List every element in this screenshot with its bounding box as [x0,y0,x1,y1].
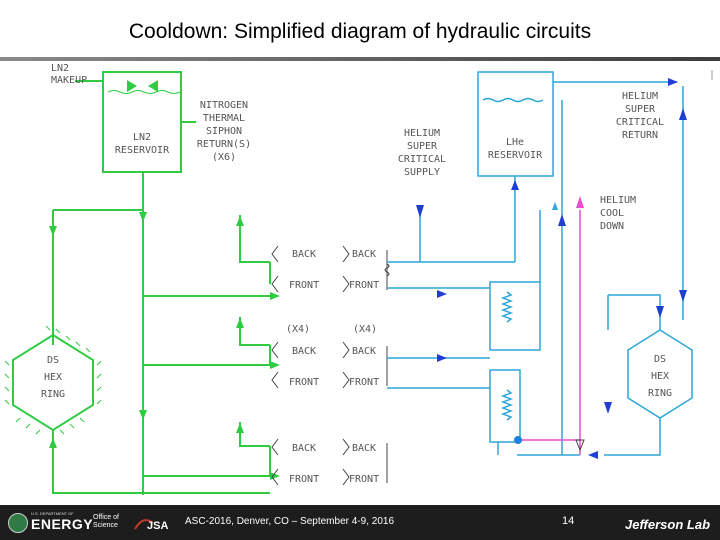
slide-title: Cooldown: Simplified diagram of hydrauli… [128,20,592,43]
lhe-reservoir-line-2: RESERVOIR [488,150,543,161]
back-label: BACK [292,443,316,454]
nitrogen-return-line-2: THERMAL [203,113,245,124]
helium-return-line-1: HELIUM [622,91,658,102]
jefferson-lab-logo: Jefferson Lab [625,517,711,532]
helium-return-label: HELIUM SUPER CRITICAL RETURN [616,91,664,141]
front-label: FRONT [289,377,319,388]
lhe-reservoir-line-1: LHe [506,137,524,148]
doe-small-label: U.S. DEPARTMENT OF [31,511,74,516]
nitrogen-circuit [4,71,271,495]
helium-node [514,436,522,444]
helium-supply-line-3: CRITICAL [398,154,446,165]
nitrogen-return-line-5: (X6) [212,152,236,163]
hydraulic-diagram: LN2 MAKEUP LN2 RESERVOIR NITROGEN THERMA… [4,63,713,495]
ln2-makeup-line-2: MAKEUP [51,75,87,86]
helium-return-line-2: SUPER [625,104,656,115]
ds-hex-ring-right-label: DS HEX RING [648,354,672,399]
nitrogen-return-line-3: SIPHON [206,126,242,137]
front-label: FRONT [289,280,319,291]
jsa-text: JSA [147,520,168,532]
ds-hex-left-line-3: RING [41,389,65,400]
ln2-reservoir-box [102,71,182,173]
title-bar: Cooldown: Simplified diagram of hydrauli… [0,0,720,62]
footer: U.S. DEPARTMENT OF ENERGY Office of Scie… [0,505,720,540]
helium-cooldown-line-3: DOWN [600,221,624,232]
ln2-reservoir-line-1: LN2 [133,132,151,143]
helium-supply-line-4: SUPPLY [404,167,440,178]
page-number: 14 [562,515,575,527]
ds-hex-right-line-2: HEX [651,371,669,382]
cooldown-circuit [520,210,581,455]
front-label: FRONT [349,280,379,291]
back-label: BACK [292,346,316,357]
ds-hex-ring-left-label: DS HEX RING [41,355,65,400]
stage-labels-left: BACK FRONT BACK FRONT BACK FRONT (X4) [286,249,319,485]
back-label: BACK [352,249,376,260]
x4-label: (X4) [286,324,310,335]
office-line-2: Science [93,522,118,529]
ln2-makeup-label: LN2 MAKEUP [51,63,87,86]
front-label: FRONT [349,377,379,388]
office-of-science: Office of Science [93,514,119,530]
nitrogen-arrows [49,212,280,480]
ln2-reservoir-label: LN2 RESERVOIR [115,132,170,156]
conference-label: ASC-2016, Denver, CO – September 4-9, 20… [185,516,395,527]
nitrogen-return-label: NITROGEN THERMAL SIPHON RETURN(S) (X6) [197,100,251,163]
doe-seal-icon [8,513,28,533]
ln2-reservoir-line-2: RESERVOIR [115,145,170,156]
helium-cooldown-label: HELIUM COOL DOWN [600,195,636,232]
helium-supply-line-1: HELIUM [404,128,440,139]
jsa-logo-icon: JSA [134,519,168,532]
title-rule [0,57,720,61]
doe-energy-label: ENERGY [31,516,94,532]
x4-label: (X4) [353,324,377,335]
nitrogen-return-line-4: RETURN(S) [197,139,251,150]
ds-hex-ring-left [12,333,94,432]
ds-hex-left-line-2: HEX [44,372,62,383]
helium-supply-line-2: SUPER [407,141,438,152]
stage-labels-right: BACK FRONT BACK FRONT BACK FRONT (X4) [349,249,379,485]
helium-supply-label: HELIUM SUPER CRITICAL SUPPLY [398,128,446,178]
ds-hex-right-line-1: DS [654,354,666,365]
helium-arrows [416,78,687,459]
helium-cooldown-line-1: HELIUM [600,195,636,206]
cooldown-arrow [576,196,584,208]
ln2-makeup-line-1: LN2 [51,63,69,74]
office-line-1: Office of [93,514,119,521]
back-label: BACK [352,443,376,454]
helium-return-line-3: CRITICAL [616,117,664,128]
back-label: BACK [352,346,376,357]
ds-hex-left-line-1: DS [47,355,59,366]
helium-circuit [387,71,693,456]
helium-cooldown-line-2: COOL [600,208,624,219]
ds-hex-right-line-3: RING [648,388,672,399]
front-label: FRONT [349,474,379,485]
stage-brackets [271,245,390,486]
front-label: FRONT [289,474,319,485]
helium-return-line-4: RETURN [622,130,658,141]
back-label: BACK [292,249,316,260]
lhe-reservoir-label: LHe RESERVOIR [488,137,543,161]
nitrogen-return-line-1: NITROGEN [200,100,248,111]
